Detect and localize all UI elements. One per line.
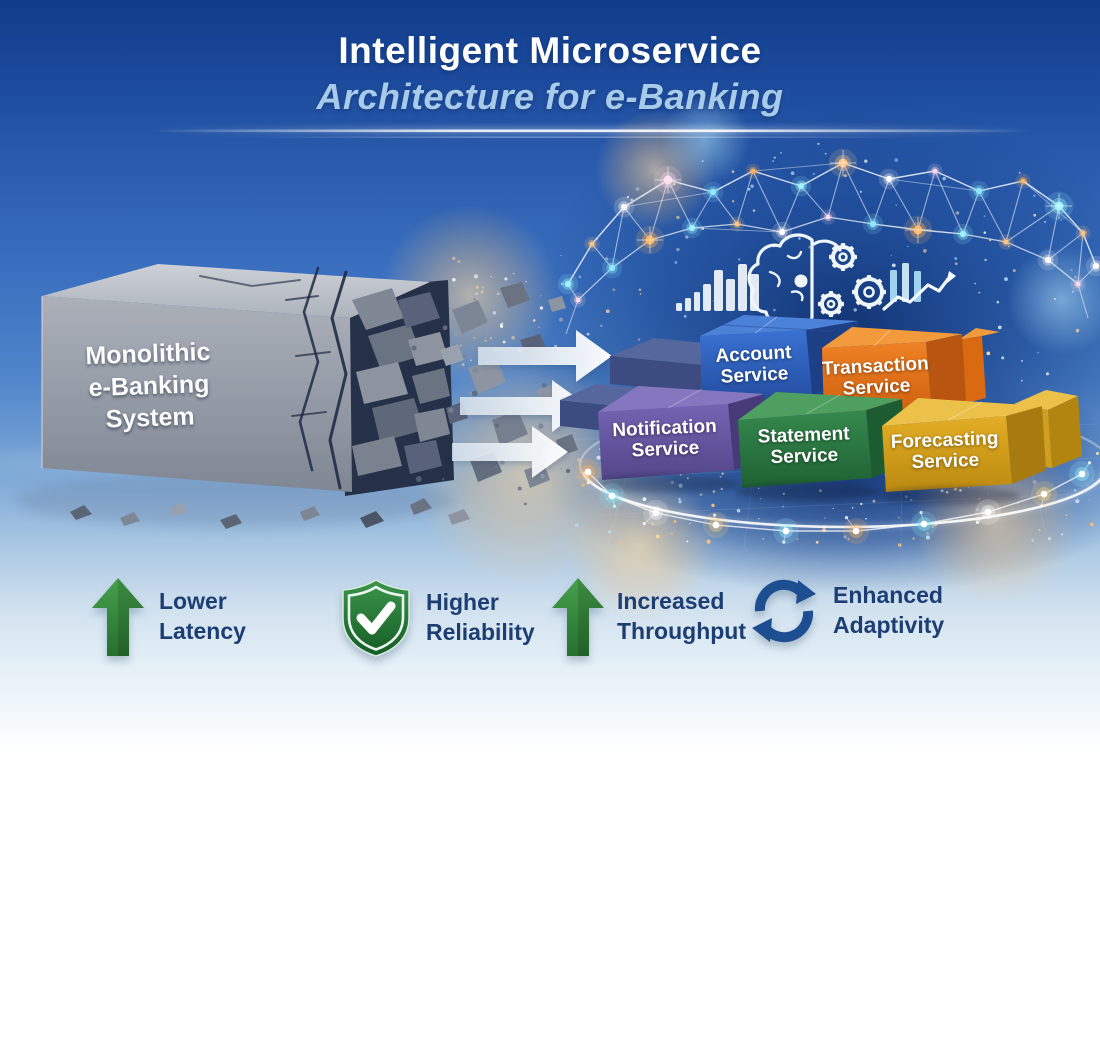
cycle-arrows-icon bbox=[752, 579, 816, 643]
account-service-label: Account Service bbox=[714, 342, 792, 389]
benefit-lower-latency: Lower Latency bbox=[92, 578, 246, 656]
illustration-art bbox=[0, 95, 1100, 620]
transition-arrows bbox=[452, 330, 612, 478]
notification-service-label: Notification Service bbox=[611, 415, 718, 462]
benefit-enhanced-adaptivity: Enhanced Adaptivity bbox=[748, 578, 944, 644]
ground-rubble bbox=[70, 498, 470, 529]
benefit-increased-throughput: Increased Throughput bbox=[552, 578, 746, 656]
up-arrow-icon bbox=[552, 578, 604, 656]
benefit-text: Enhanced Adaptivity bbox=[833, 582, 945, 638]
platform-ring-front bbox=[581, 471, 1100, 529]
forecasting-service-box bbox=[882, 398, 1046, 492]
forecasting-service-label: Forecasting Service bbox=[890, 428, 999, 474]
trend-chart-icon bbox=[882, 263, 956, 311]
monolith-label: Monolithic e-Banking System bbox=[56, 335, 241, 437]
platform-ring-nodes bbox=[575, 459, 1095, 544]
service-boxes bbox=[560, 315, 1082, 505]
ai-network bbox=[557, 148, 1100, 335]
benefit-text: Lower Latency bbox=[159, 588, 246, 644]
benefit-higher-reliability: Higher Reliability bbox=[338, 578, 535, 658]
title-swoosh bbox=[150, 126, 1030, 138]
statement-service-label: Statement Service bbox=[757, 423, 850, 469]
benefit-text: Increased Throughput bbox=[617, 588, 747, 644]
title-line1: Intelligent Microservice bbox=[338, 30, 762, 71]
title-line2: Architecture for e-Banking bbox=[316, 76, 784, 117]
shield-check-icon bbox=[342, 579, 410, 657]
benefit-text: Higher Reliability bbox=[426, 589, 535, 645]
title-block: Intelligent Microservice Architecture fo… bbox=[0, 30, 1100, 118]
monolith-block bbox=[41, 264, 578, 496]
monolith-label-line3: System bbox=[105, 402, 196, 434]
up-arrow-icon bbox=[92, 578, 144, 656]
transaction-service-label: Transaction Service bbox=[821, 353, 930, 401]
broken-chunks bbox=[352, 288, 450, 476]
